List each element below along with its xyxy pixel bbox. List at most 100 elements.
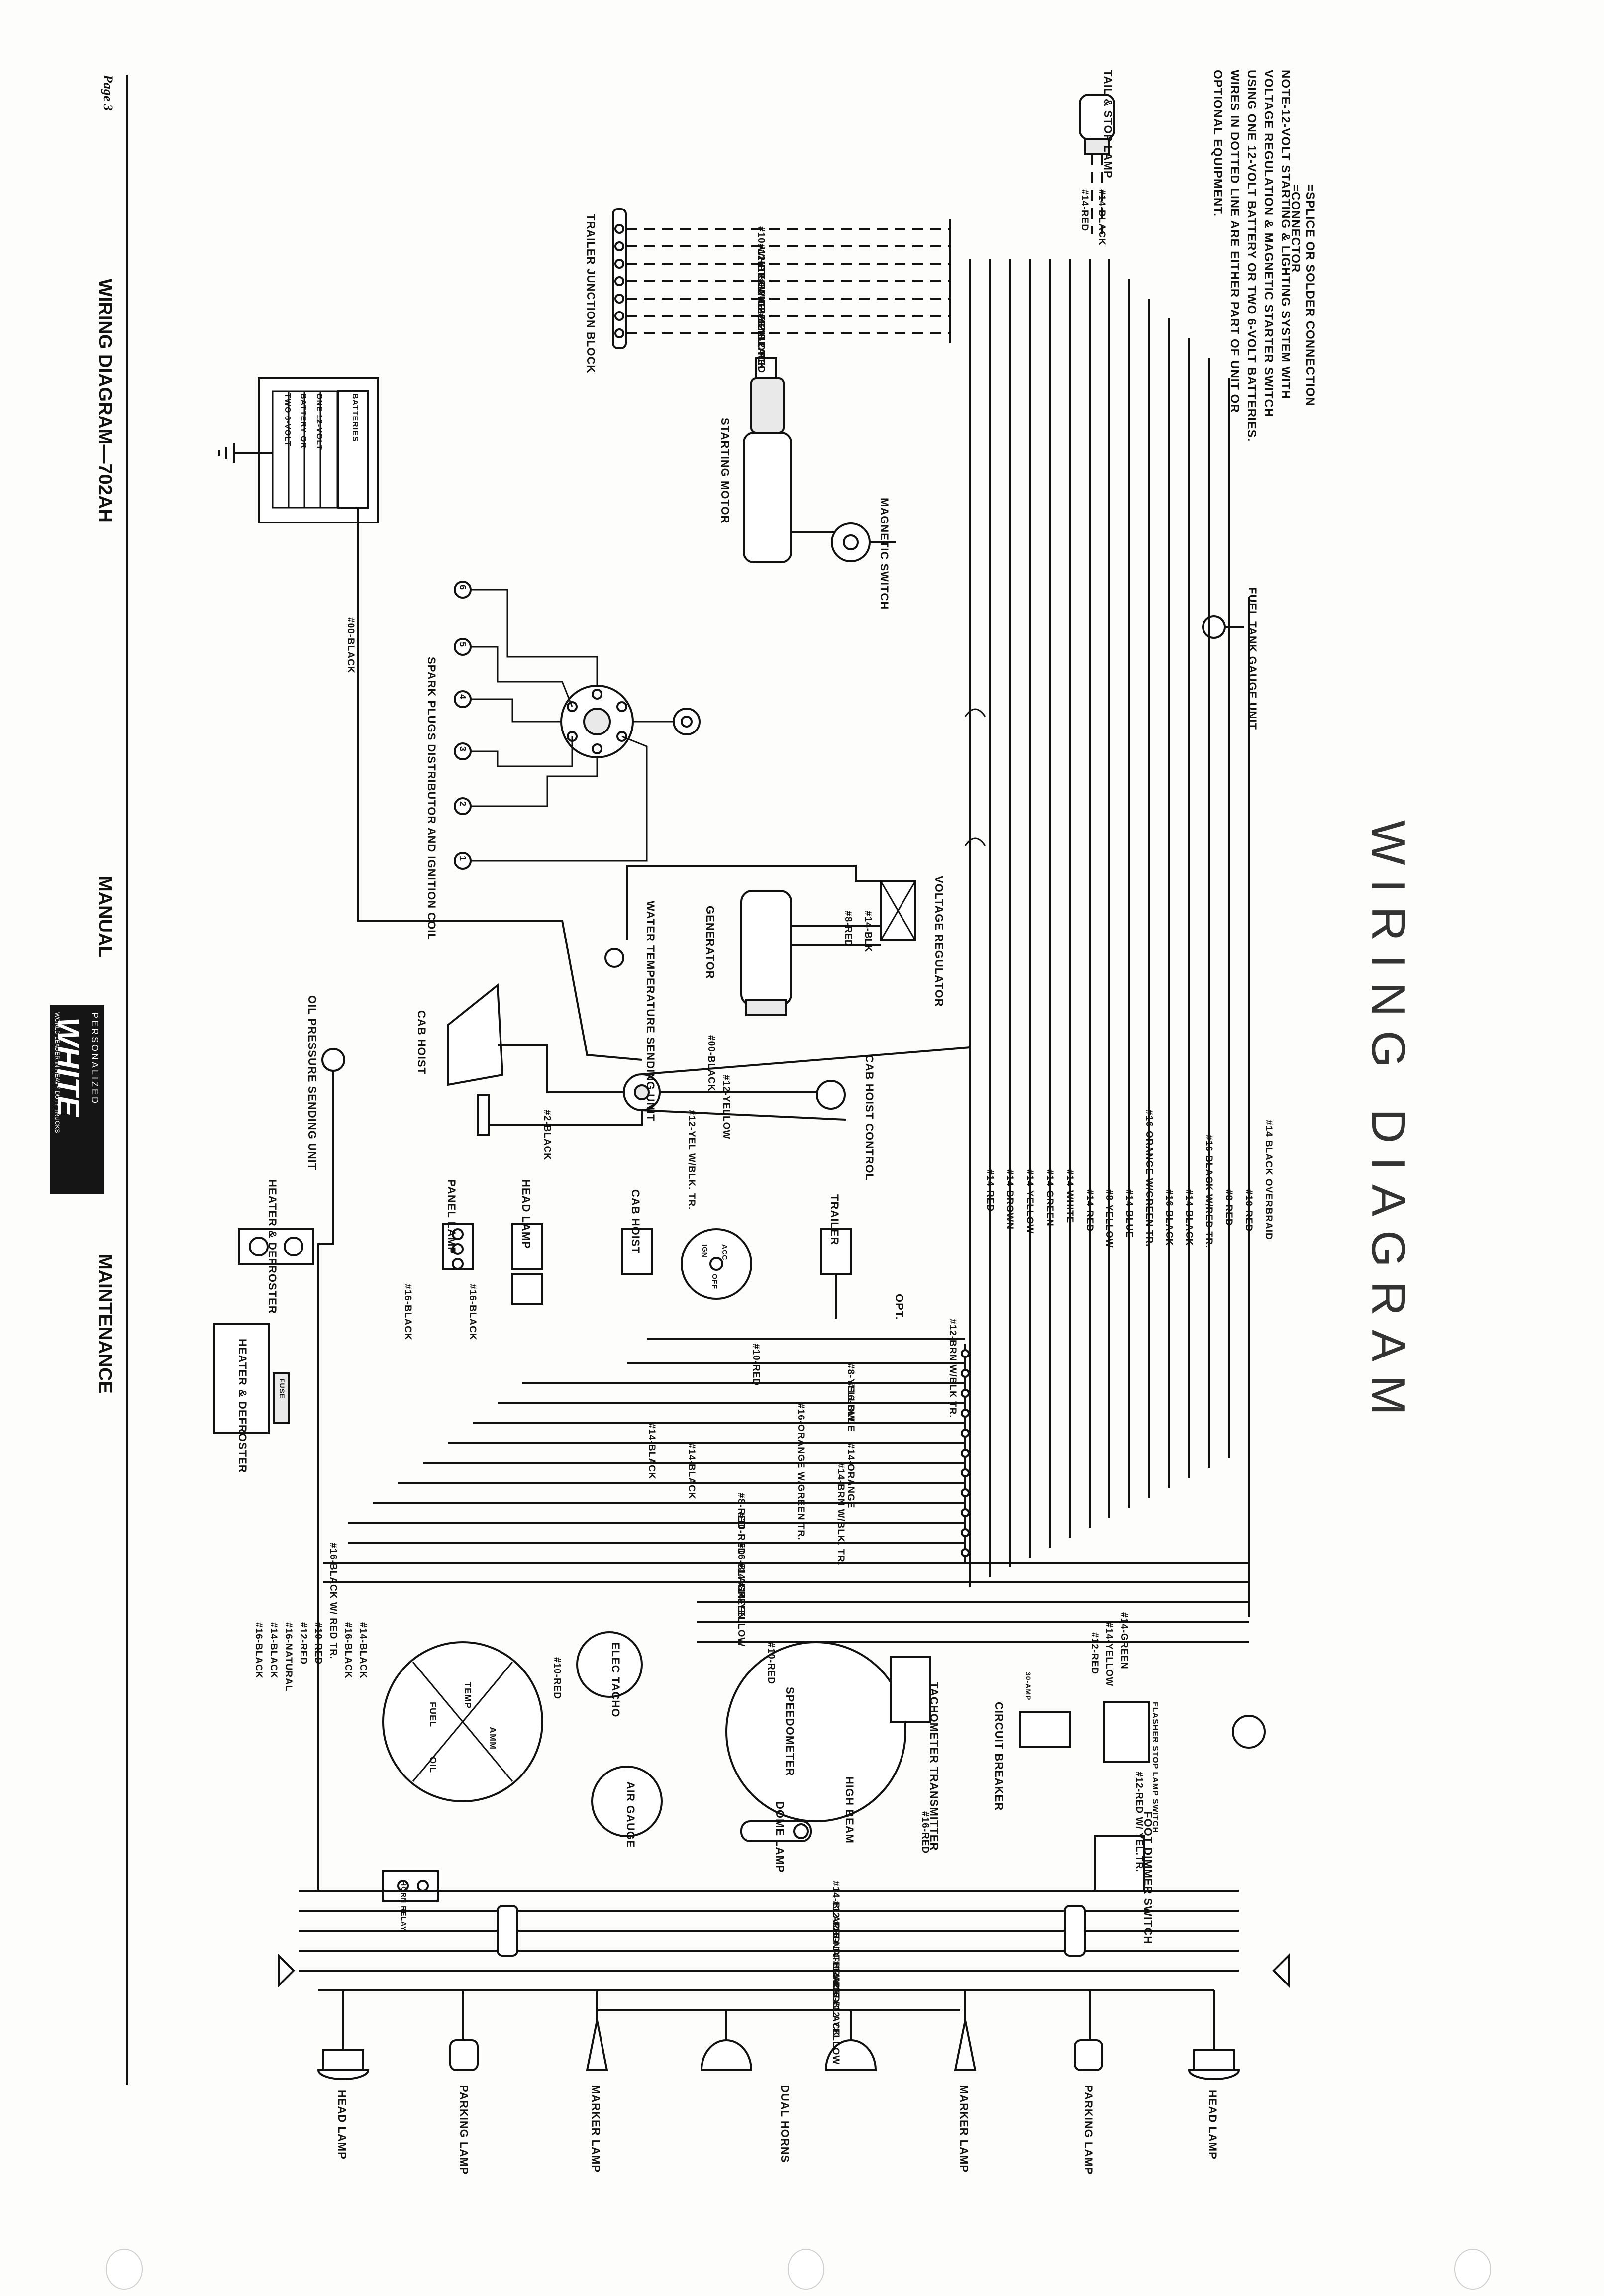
wire-left-bundle-label: #16-BLACK — [343, 1622, 353, 1679]
wire-oo-black-label: #00-BLACK — [706, 1035, 716, 1092]
wire-mid-label: #16-ORANGE W/GREEN TR. — [796, 1403, 806, 1541]
cab-hoist-label: CAB HOIST — [415, 1010, 428, 1075]
oil-pressure-sender — [317, 1048, 345, 1891]
wire-left-bundle-label: #16-NATURAL — [283, 1622, 294, 1692]
front-lamps — [317, 1990, 1240, 2080]
battery-label-1: ONE 12-VOLT — [315, 393, 323, 450]
gauge-oil-label: OIL — [428, 1757, 438, 1773]
wire-right-label: #14-YELLOW — [1104, 1622, 1114, 1687]
brand-logo: PERSONALIZED WHITE WORLD LEADER IN HEAVY… — [50, 1005, 104, 1194]
dash-switches — [213, 1223, 852, 1434]
wire-left-bundle-label: #12-RED — [298, 1622, 308, 1665]
trailer-junction-label: TRAILER JUNCTION BLOCK — [585, 214, 597, 374]
wire-gen-label: #14-BLK — [863, 911, 873, 953]
wire-harness-b-label: #14-RED — [1084, 1189, 1095, 1232]
bottom-head-lamp-right: HEAD LAMP — [1206, 2090, 1219, 2160]
connector-strip — [961, 1344, 970, 1563]
cab-hoist — [447, 983, 971, 1136]
magnetic-switch — [831, 522, 896, 562]
tail-stop-lamp — [1079, 94, 1115, 234]
high-beam-label: HIGH BEAM — [843, 1776, 856, 1844]
wire-dash-label: #16-BLACK — [402, 1284, 413, 1341]
dome-lamp-label: DOME LAMP — [774, 1801, 786, 1873]
main-harness — [964, 259, 1250, 1617]
wire-left-bundle-label: #16-BLACK — [253, 1622, 264, 1679]
wire-right-label: #14-GREEN — [1119, 1612, 1129, 1670]
wire-mid-label: #12-BRN W/BLK TR. — [947, 1319, 958, 1418]
wire-harness-b-label: #14 BLACK OVERBRAID — [1263, 1120, 1274, 1240]
wire-mid-label: #10-RED — [751, 1344, 761, 1386]
bottom-marker-lamp-left: MARKER LAMP — [590, 2085, 602, 2173]
diagram-note: NOTE-12-VOLT STARTING & LIGHTING SYSTEM … — [1209, 70, 1294, 442]
wire-harness-b-label: #8-RED — [1223, 1189, 1234, 1226]
wire-mid-label: #14-BRN W/BLK. TR. — [835, 1463, 846, 1565]
binder-holes — [106, 2249, 1491, 2290]
note-line: VOLTAGE REGULATION & MAGNETIC STARTER SW… — [1262, 70, 1275, 417]
panel-lamp-label: PANEL LAMP — [445, 1179, 458, 1254]
plug-number: 1 — [458, 856, 468, 862]
logo-top-text: PERSONALIZED — [90, 1012, 100, 1106]
note-line: WIRES IN DOTTED LINE ARE EITHER PART OF … — [1228, 70, 1241, 413]
wire-hoist-label: #2-BLACK — [542, 1110, 552, 1160]
wire-harness-b-label: #16-BLACK W/RED TR. — [1203, 1135, 1214, 1249]
magnetic-switch-label: MAGNETIC SWITCH — [878, 498, 891, 610]
wire-harness-a-label: #14-GREEN — [1044, 1169, 1055, 1227]
note-line: USING ONE 12-VOLT BATTERY OR TWO 6-VOLT … — [1245, 70, 1258, 442]
spark-plugs — [454, 581, 472, 870]
bottom-head-lamp-left: HEAD LAMP — [336, 2090, 348, 2160]
battery-label-4: BATTERIES — [351, 393, 359, 442]
horn-relay-label: HORN RELAY — [400, 1881, 408, 1932]
oil-pressure-label: OIL PRESSURE SENDING UNIT — [306, 995, 318, 1171]
wire-harness-b-label: #16-ORANGE W/GREEN TR. — [1144, 1110, 1154, 1247]
fuel-tank-label: FUEL TANK GAUGE UNIT — [1246, 587, 1259, 730]
spark-plugs-label: SPARK PLUGS DISTRIBUTOR AND IGNITION COI… — [425, 657, 438, 940]
wire-mid-label: #14-YELLOW — [736, 1582, 746, 1647]
wire-mid-label: #14-ORANGE — [845, 1443, 856, 1509]
wire-mid-label: #10-RED — [766, 1642, 776, 1685]
tail-stop-label: TAIL & STOP LAMP — [1102, 70, 1114, 179]
wire-harness-a-label: #14-BROWN — [1004, 1169, 1015, 1230]
acc-label: ACC — [721, 1244, 729, 1261]
bottom-marker-lamp-right: MARKER LAMP — [958, 2085, 970, 2173]
legend-connector: =CONNECTOR — [1289, 184, 1302, 273]
wire-harness-a-label: #14-WHITE — [1064, 1169, 1075, 1224]
logo-tagline: WORLD LEADER IN HEAVY DUTY TRUCKS — [54, 1012, 61, 1133]
battery-label-3: TWO 6-VOLT — [283, 393, 292, 447]
wire-right-label: #12-RED — [1089, 1632, 1100, 1675]
plug-number: 6 — [458, 585, 468, 591]
wire-mid-label: #14-BLACK — [646, 1423, 657, 1480]
plug-number: 3 — [458, 746, 468, 752]
header-manual: MANUAL — [95, 876, 115, 958]
wire-left-bundle-label: #10-RED — [313, 1622, 323, 1665]
battery-cable — [357, 508, 642, 1061]
plug-number: 5 — [458, 642, 468, 648]
wire-left-bundle-label: #14-BLACK — [268, 1622, 279, 1679]
wire-left-bundle-label: #14-BLACK — [358, 1622, 368, 1679]
off-label: OFF — [711, 1274, 719, 1289]
wire-trailer-label: #12-RED — [756, 331, 766, 374]
speedometer-label: SPEEDOMETER — [784, 1687, 796, 1776]
wire-harness-b-label: #16-BLACK — [1164, 1189, 1174, 1246]
wire-harness-b-label: #14-BLACK — [1184, 1189, 1194, 1246]
wire-tail-label: #14-BLACK — [1097, 189, 1107, 246]
gauge-amm-label: AMM — [488, 1727, 498, 1750]
gauge-temp-label: TEMP — [463, 1682, 473, 1709]
heater-switch-label: HEATER & DEFROSTER — [266, 1179, 279, 1314]
distributor — [463, 589, 701, 862]
trailer-junction-block — [612, 208, 951, 349]
wire-right-label: #16-RED — [920, 1811, 930, 1854]
mid-harness — [323, 1338, 1249, 1643]
bottom-parking-lamp-right: PARKING LAMP — [1082, 2085, 1095, 2175]
right-components — [740, 1701, 1266, 1892]
instrument-cluster — [382, 1631, 931, 1837]
wire-left-bundle-label: #16-BLACK W/ RED TR. — [328, 1543, 338, 1660]
note-line: OPTIONAL EQUIPMENT. — [1211, 70, 1224, 217]
gauge-fuel-label: FUEL — [428, 1702, 438, 1727]
water-temp-label: WATER TEMPERATURE SENDING UNIT — [644, 901, 657, 1122]
cab-hoist-control-label: CAB HOIST CONTROL — [863, 1055, 876, 1181]
header-maintenance: MAINTENANCE — [95, 1254, 115, 1394]
wire-tail-label: #14-RED — [1079, 189, 1090, 232]
generator — [740, 890, 881, 1016]
